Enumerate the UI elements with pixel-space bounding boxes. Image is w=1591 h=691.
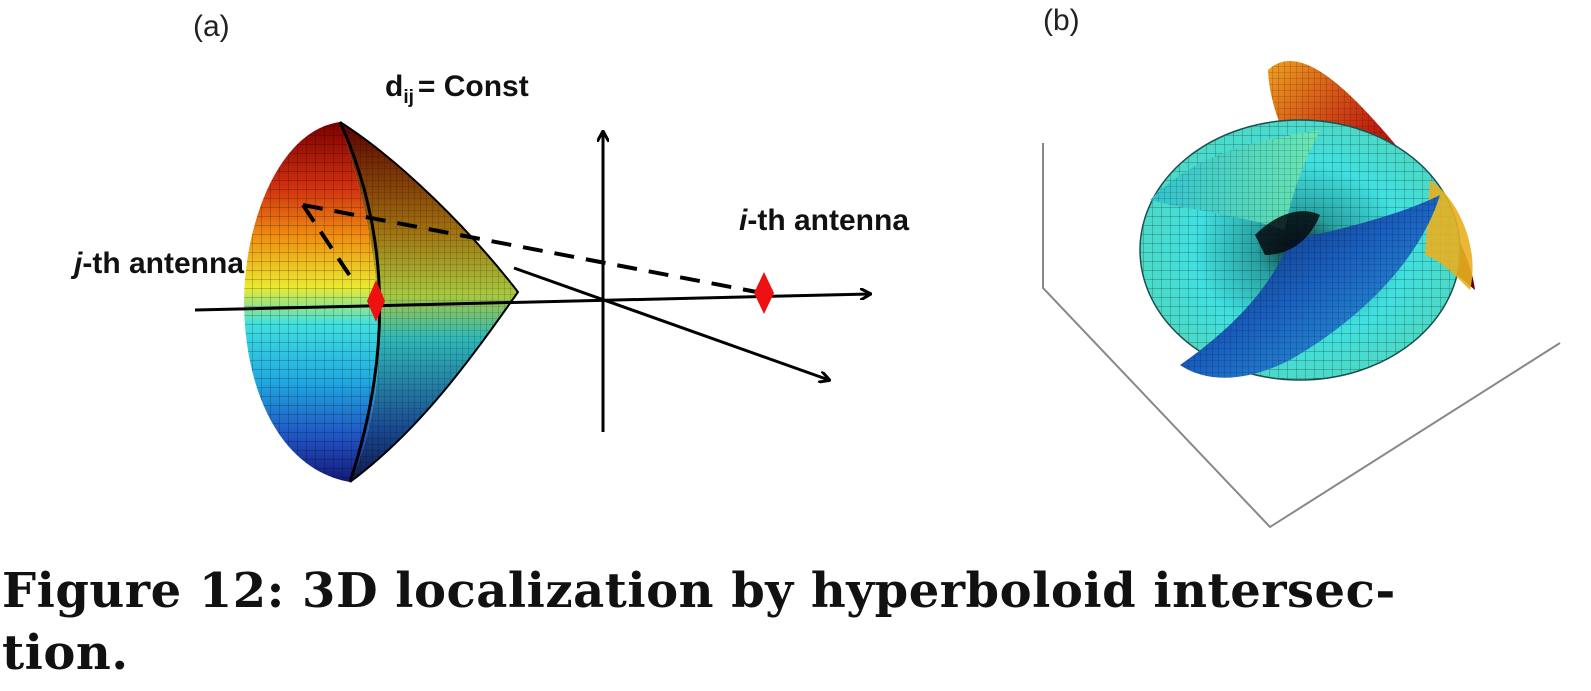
caption-line-1: Figure 12: 3D localization by hyperboloi… (2, 563, 1396, 619)
i-antenna-label: i-th antenna (739, 204, 909, 238)
distance-lines (301, 203, 763, 295)
panel-label-b: (b) (1043, 4, 1080, 37)
caption-line-2: tion. (2, 625, 129, 681)
j-rest: -th antenna (82, 247, 245, 280)
distance-constant-label: dij= Const (385, 70, 529, 108)
i-antenna-marker (754, 272, 774, 314)
figure-caption: Figure 12: 3D localization by hyperboloi… (2, 560, 1582, 684)
panel-label-a: (a) (193, 10, 230, 43)
y-axis-line (513, 266, 829, 380)
dij-main: d (385, 70, 404, 103)
i-rest: -th antenna (747, 204, 910, 237)
j-antenna-marker (367, 280, 385, 322)
i-italic: i (739, 204, 748, 237)
j-antenna-label: j-th antenna (74, 247, 244, 281)
hyperboloid-intersection-b (1042, 61, 1561, 529)
box-edges (1042, 143, 1561, 529)
dij-rest: = Const (417, 70, 529, 103)
j-italic: j (74, 247, 83, 280)
dij-subscript: ij (403, 87, 414, 108)
